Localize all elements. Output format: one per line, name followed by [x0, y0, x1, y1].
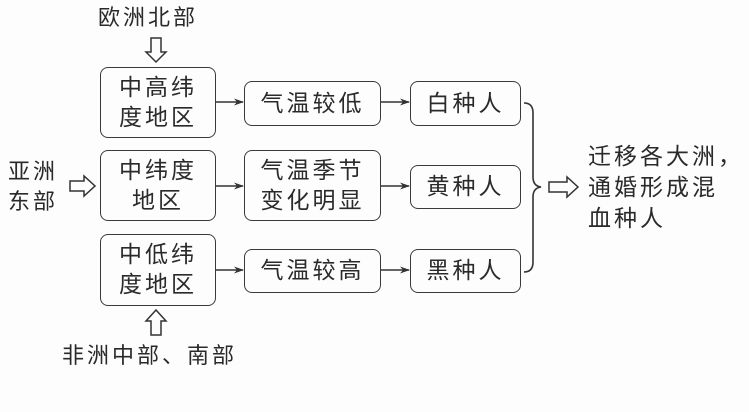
race-box-yellow: 黄种人 [410, 165, 521, 209]
region-box-line1: 中纬度 [119, 157, 197, 184]
hollow-arrow-result-icon [548, 175, 580, 199]
region-box-line2: 度地区 [119, 104, 197, 131]
hollow-arrow-up-icon [144, 308, 168, 336]
climate-box-line1: 气温较低 [260, 90, 365, 117]
result-line3: 血种人 [588, 206, 666, 232]
source-east-asia: 亚洲 东部 [8, 158, 58, 218]
result-line2: 通婚形成混 [588, 175, 718, 201]
climate-box-line1: 气温季节 [260, 157, 365, 184]
region-box-mid-lat: 中纬度 地区 [100, 150, 216, 221]
climate-box-high-temp: 气温较高 [244, 249, 381, 293]
race-box-label: 黄种人 [426, 174, 505, 200]
region-box-high-lat: 中高纬 度地区 [100, 67, 216, 138]
source-east-asia-line1: 亚洲 [8, 160, 59, 185]
climate-box-seasonal: 气温季节 变化明显 [244, 150, 381, 221]
race-box-label: 白种人 [426, 90, 505, 117]
climate-box-low-temp: 气温较低 [244, 81, 381, 126]
source-north-europe: 欧洲北部 [98, 6, 199, 31]
hollow-arrow-right-icon [69, 174, 97, 198]
race-box-label: 黑种人 [426, 258, 505, 284]
source-east-asia-line2: 东部 [8, 190, 59, 215]
source-africa: 非洲中部、南部 [62, 344, 238, 369]
result-line1: 迁移各大洲， [588, 144, 744, 170]
region-box-line2: 地区 [132, 187, 184, 214]
climate-box-line2: 变化明显 [260, 187, 365, 214]
region-box-line2: 度地区 [119, 272, 197, 298]
race-box-black: 黑种人 [410, 249, 521, 293]
right-brace-icon [523, 102, 542, 273]
region-box-line1: 中高纬 [119, 74, 197, 101]
climate-box-line1: 气温较高 [260, 258, 365, 284]
hollow-arrow-down-icon [144, 37, 168, 64]
race-box-white: 白种人 [410, 81, 521, 126]
region-box-low-lat: 中低纬 度地区 [100, 234, 216, 306]
result-text: 迁移各大洲， 通婚形成混 血种人 [588, 142, 744, 235]
region-box-line1: 中低纬 [119, 242, 197, 268]
